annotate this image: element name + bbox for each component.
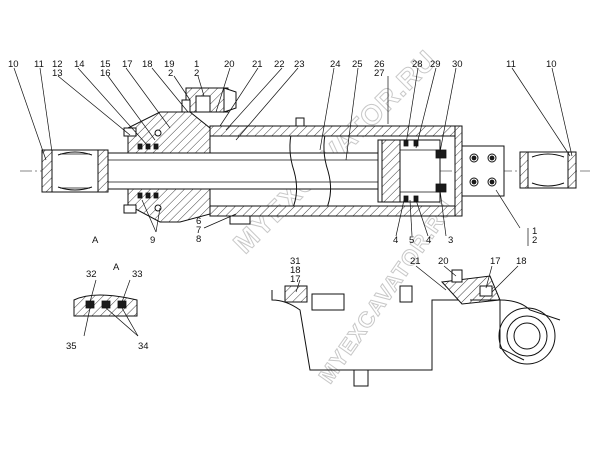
cylinder-section-view: [20, 87, 590, 225]
callout-4a: 4: [393, 235, 398, 246]
callout-1-right: 1: [532, 226, 537, 237]
leader-lines: [13, 67, 573, 337]
callout-32: 32: [86, 269, 97, 280]
callout-25: 25: [352, 59, 363, 70]
callout-2-top: 2: [194, 68, 199, 79]
callout-27: 27: [374, 68, 385, 79]
callout-15: 15: [100, 59, 111, 70]
callout-35: 35: [66, 341, 77, 352]
callout-20-b: 20: [438, 256, 449, 267]
callout-28: 28: [412, 59, 423, 70]
piston-rod: [107, 129, 389, 211]
callout-15-16: 15 16: [100, 59, 113, 79]
callout-21-b: 21: [410, 256, 421, 267]
watermark-lower: MYEXCAVATOR.RU: [314, 195, 459, 388]
callout-22: 22: [274, 59, 285, 70]
callout-11-left: 11: [34, 59, 44, 70]
callout-10-left: 10: [8, 59, 19, 70]
callout-20: 20: [224, 59, 235, 70]
callout-6: 6: [196, 216, 201, 227]
callout-30: 30: [452, 59, 463, 70]
callout-12: 12: [52, 59, 63, 70]
callout-24: 24: [330, 59, 341, 70]
callout-18-b: 18: [516, 256, 527, 267]
callout-12-13: 12 13: [52, 59, 65, 79]
callout-18: 18: [142, 59, 153, 70]
callout-9: 9: [150, 235, 155, 246]
callout-29: 29: [430, 59, 441, 70]
callout-14: 14: [74, 59, 85, 70]
callout-8: 8: [196, 234, 201, 245]
callout-17-b: 17: [490, 256, 501, 267]
callout-1-2-top: 1 2: [194, 59, 202, 79]
callout-5: 5: [409, 235, 414, 246]
callout-33: 33: [132, 269, 143, 280]
left-rod-eye: [41, 149, 109, 193]
callout-11-right: 11: [506, 59, 516, 70]
right-cylinder-eye: [519, 151, 577, 189]
callout-10-right: 10: [546, 59, 557, 70]
callout-17: 17: [122, 59, 133, 70]
callout-1-top: 1: [194, 59, 199, 70]
callout-19: 19: [164, 59, 175, 70]
callout-1-2-right: 1 2: [532, 226, 540, 246]
callout-6-7-8: 6 7 8: [196, 216, 204, 245]
callout-26-27: 26 27: [374, 59, 387, 79]
callout-7: 7: [196, 225, 201, 236]
callout-16: 16: [100, 68, 111, 79]
callout-13: 13: [52, 68, 63, 79]
callout-3: 3: [448, 235, 453, 246]
detail-a-view: [73, 294, 138, 317]
callout-18-lower: 18: [290, 265, 301, 276]
callout-labels: 10 11 12 13 14 15 16 17 18 19 2 1 2 20 2…: [8, 59, 557, 352]
callout-17-lower: 17: [290, 274, 301, 285]
gland-port-block: [181, 87, 237, 113]
bottom-cap: [454, 125, 505, 217]
callout-31: 31: [290, 256, 301, 267]
callout-2a: 2: [168, 68, 173, 79]
callout-26: 26: [374, 59, 385, 70]
callout-31-18-17: 31 18 17: [290, 256, 303, 285]
callout-23: 23: [294, 59, 305, 70]
piston: [377, 139, 447, 203]
callout-4b: 4: [426, 235, 431, 246]
section-mark-a: A: [92, 235, 99, 246]
callout-2-right: 2: [532, 235, 537, 246]
callout-21: 21: [252, 59, 263, 70]
detail-a-title: A: [113, 262, 120, 273]
callout-19-2: 19 2: [164, 59, 177, 79]
gland-head: [123, 111, 211, 223]
mounting-view: [271, 269, 561, 387]
callout-34: 34: [138, 341, 149, 352]
